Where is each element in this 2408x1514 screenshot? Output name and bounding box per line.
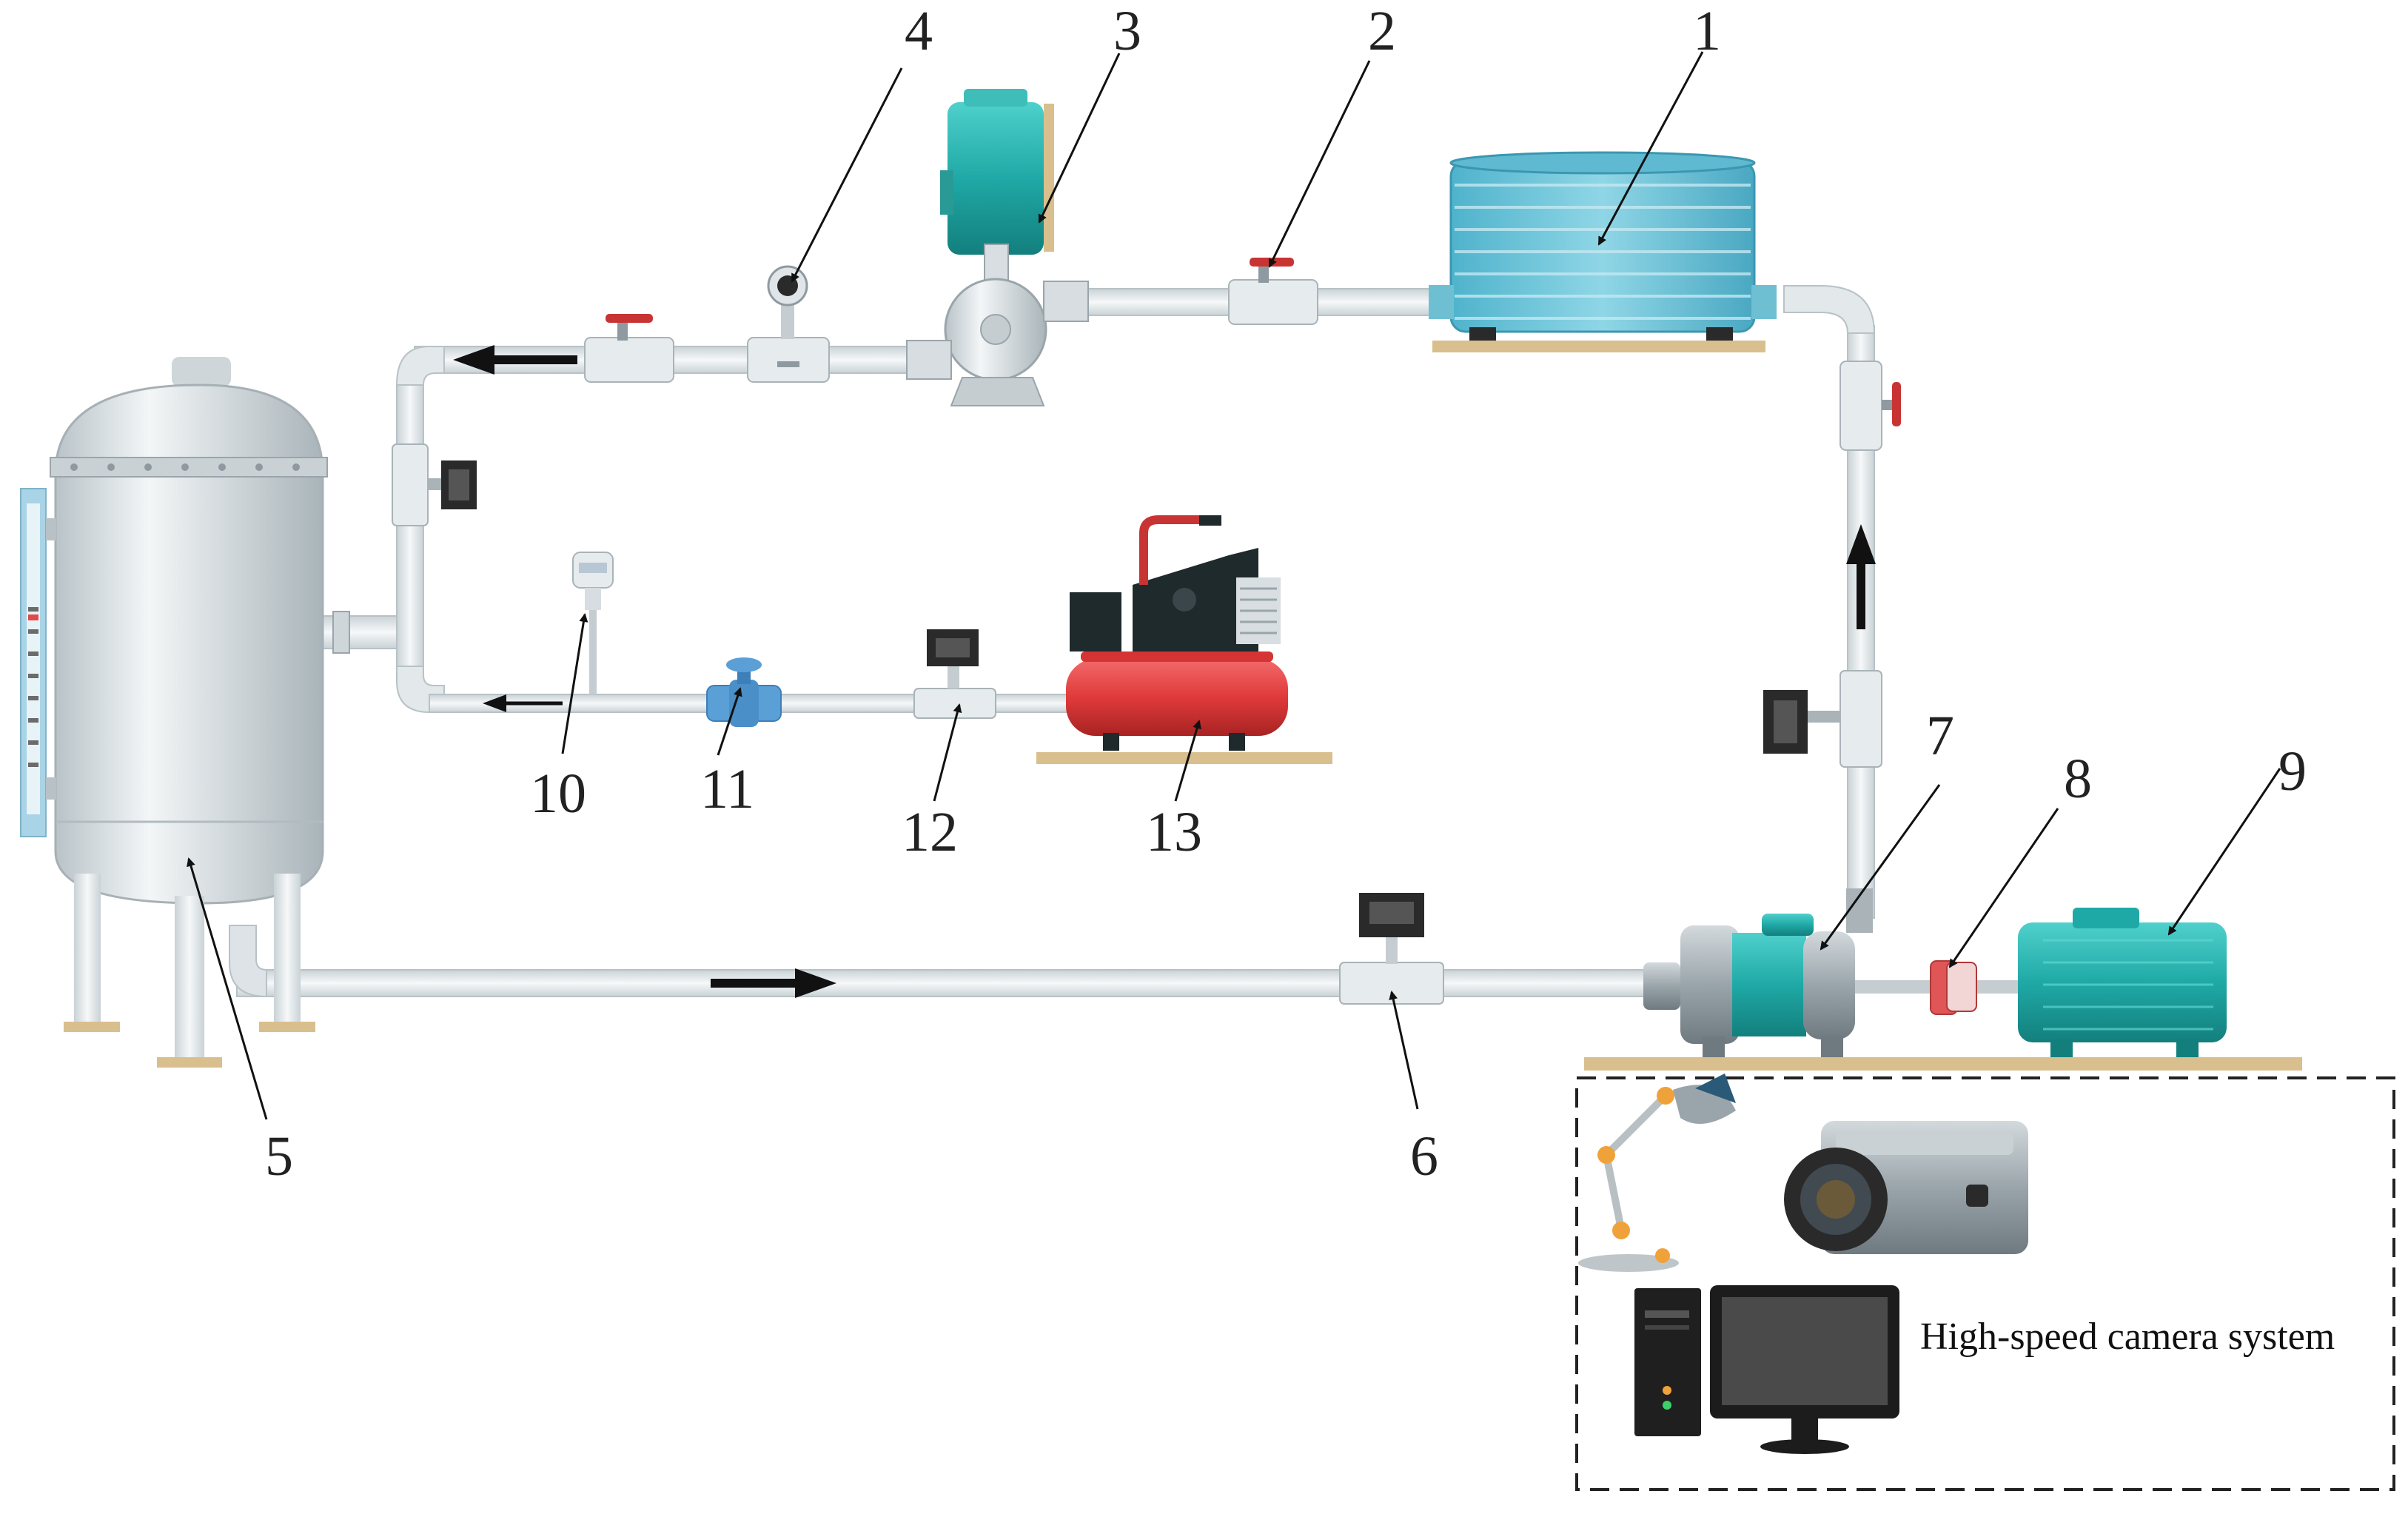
water-tank-1 [1429, 151, 1777, 352]
torque-coupling-8 [1855, 960, 2018, 1015]
electromagnetic-flowmeter-4 [747, 265, 830, 383]
mixing-tank-5 [20, 357, 328, 1068]
bottom-pipe [236, 969, 1659, 997]
label-2: 2 [1368, 0, 1396, 62]
leader-lines [187, 51, 2281, 1120]
flow-arrows [453, 345, 1876, 998]
leader-5 [187, 857, 268, 1120]
centrifugal-pump-3 [906, 89, 1089, 406]
label-5: 5 [265, 1125, 293, 1188]
valve-2 [1228, 258, 1318, 325]
leader-2 [1268, 60, 1371, 268]
right-top-elbow [1783, 285, 1876, 334]
pipe-network [229, 285, 1876, 998]
leader-3 [1038, 53, 1121, 224]
label-9: 9 [2278, 740, 2307, 803]
leader-10 [561, 613, 588, 754]
left-pipe-sensor [392, 443, 477, 526]
label-1: 1 [1693, 0, 1721, 62]
riser-sensor [1763, 670, 1882, 768]
arrow-riser [1846, 524, 1876, 629]
leader-7 [1820, 784, 1941, 951]
arrow-bottom-pipe [711, 968, 836, 998]
computer-tower-icon [1634, 1288, 1701, 1436]
leader-13 [1174, 720, 1201, 802]
upper-left-valve [584, 314, 674, 383]
label-6: 6 [1410, 1125, 1438, 1188]
leader-11 [717, 687, 742, 756]
label-4: 4 [905, 0, 933, 62]
camera-system-boundary [1575, 1076, 2395, 1491]
label-3: 3 [1113, 0, 1141, 62]
leader-12 [933, 703, 962, 802]
air-compressor-13 [1036, 515, 1332, 764]
leader-4 [791, 67, 903, 283]
high-speed-camera-system [1575, 1073, 2395, 1491]
label-8: 8 [2064, 748, 2092, 810]
pressure-gauge-10 [572, 552, 614, 694]
label-13: 13 [1146, 801, 1202, 863]
leader-1 [1597, 51, 1704, 246]
label-12: 12 [902, 801, 958, 863]
label-7: 7 [1926, 705, 1954, 767]
test-pump-7 [1643, 888, 1873, 1059]
arrow-top-left [453, 345, 577, 375]
compressor-base [1036, 752, 1332, 764]
tank-1-base [1432, 341, 1765, 352]
gas-flowmeter-12 [913, 629, 996, 719]
tank-inlet-flange [332, 611, 350, 654]
leader-8 [1948, 808, 2059, 968]
tank-outlet-elbow [229, 925, 267, 998]
camera-system-caption: High-speed camera system [1920, 1316, 2335, 1358]
camera-icon [1784, 1121, 2028, 1254]
leader-9 [2167, 768, 2281, 936]
drive-motor-9 [2018, 908, 2227, 1062]
top-left-elbow [395, 346, 445, 386]
leader-6 [1389, 991, 1419, 1110]
ball-valve-11 [706, 657, 782, 727]
lamp-icon [1578, 1073, 1736, 1272]
arrow-air-line [483, 694, 563, 712]
label-10: 10 [530, 763, 586, 825]
flowmeter-6 [1339, 893, 1444, 1005]
monitor-icon [1710, 1285, 1899, 1454]
riser-valve [1839, 361, 1901, 451]
label-11: 11 [700, 758, 755, 820]
pump-motor-base [1584, 1057, 2302, 1071]
